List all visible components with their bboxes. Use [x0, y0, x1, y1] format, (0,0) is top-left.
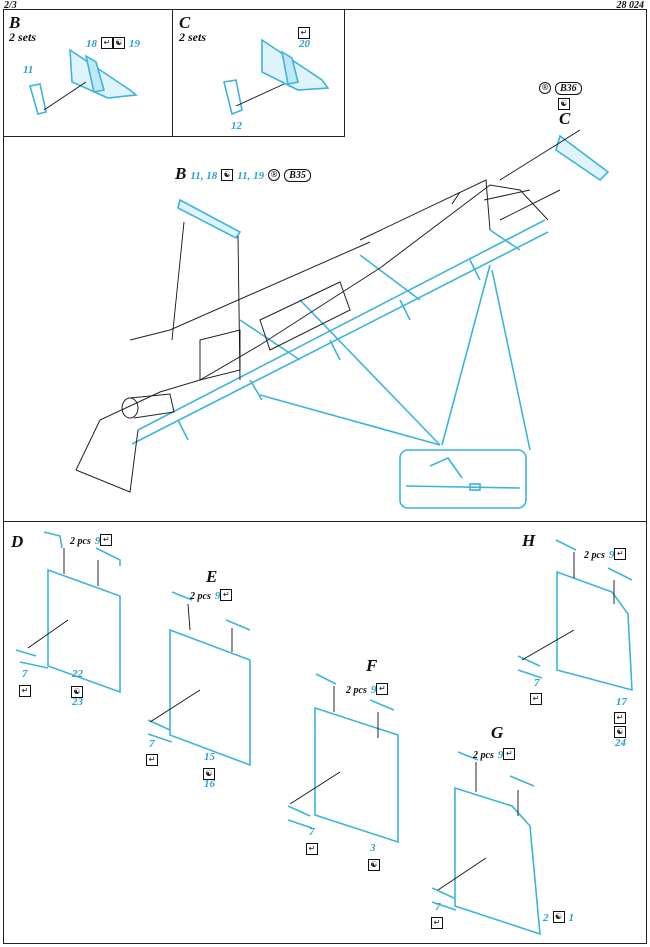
yin-yang-icon: ☯	[552, 911, 565, 924]
resin-ref-b35: B35	[284, 168, 311, 182]
photo-etch-parts	[15, 38, 633, 936]
panel-e-qty: 2 pcs 9↵	[190, 586, 233, 604]
bend-icon: ↵	[431, 914, 443, 932]
part-number: 7	[309, 826, 315, 838]
part-number: 7	[534, 677, 540, 689]
panel-c-sets: 2 sets	[179, 30, 206, 44]
part-number: 7	[22, 668, 28, 680]
yin-yang-icon: ☯	[558, 95, 570, 113]
part-number: 16	[204, 778, 215, 790]
bend-icon: ↵	[376, 683, 389, 696]
bend-icon: ↵	[503, 748, 516, 761]
panel-e-letter: E	[206, 567, 218, 586]
bend-icon: ↵	[614, 709, 626, 727]
panel-b-sets: 2 sets	[9, 30, 36, 44]
bend-icon: ↵	[306, 840, 318, 858]
part-number: 15	[204, 751, 215, 763]
panel-g-refs: 2 ☯ 1	[543, 911, 574, 924]
resin-part-icon: ®	[539, 82, 551, 95]
part-numbers: 11, 18	[190, 170, 218, 182]
part-number: 19	[129, 38, 140, 50]
yin-yang-icon: ☯	[113, 37, 125, 50]
main-label-c: C	[559, 109, 571, 128]
bend-icon: ↵	[298, 24, 310, 42]
yin-yang-icon: ☯	[368, 856, 380, 874]
yin-yang-icon: ☯	[71, 683, 83, 701]
bend-icon: ↵	[146, 751, 158, 769]
kit-code: 28 024	[616, 0, 645, 11]
part-number: 20	[299, 38, 310, 50]
part-number: 3	[370, 842, 376, 854]
part-number: 12	[231, 120, 242, 132]
panel-h-letter: H	[522, 531, 536, 550]
part-number: 11	[23, 64, 34, 76]
section-divider	[3, 521, 647, 522]
main-label-b-group: B 11, 18 ☯ 11, 19 ® B35	[175, 164, 311, 184]
bend-icon: ↵	[220, 589, 233, 602]
panel-b-letter: B	[9, 13, 21, 32]
part-number: 7	[435, 901, 441, 913]
resin-part-icon: ®	[268, 169, 281, 182]
main-label-b: B	[175, 164, 187, 183]
panel-d-letter: D	[11, 532, 24, 551]
page-number: 2/3	[4, 0, 17, 11]
part-number: 7	[149, 738, 155, 750]
panel-g-letter: G	[491, 723, 504, 742]
part-number: 23	[72, 696, 83, 708]
yin-yang-icon: ☯	[221, 169, 234, 182]
resin-ref-b36: ® B36	[539, 79, 582, 97]
panel-g-qty: 2 pcs 9↵	[473, 745, 516, 763]
panel-b-part-refs: 18 ↵☯ 19	[86, 34, 140, 52]
part-number: 22	[72, 668, 83, 680]
part-numbers: 11, 19	[237, 170, 265, 182]
bend-icon: ↵	[19, 682, 31, 700]
bend-icon: ↵	[100, 534, 113, 547]
part-number: 24	[615, 737, 626, 749]
panel-f-qty: 2 pcs 9↵	[346, 680, 389, 698]
bend-icon: ↵	[614, 548, 627, 561]
bend-icon: ↵	[530, 690, 542, 708]
bend-icon: ↵	[101, 37, 113, 50]
chassis-linework	[75, 179, 561, 493]
panel-c-frame	[172, 9, 345, 137]
part-number: 18	[86, 38, 97, 50]
panel-f-letter: F	[366, 656, 378, 675]
panel-h-qty: 2 pcs 9↵	[584, 545, 627, 563]
yin-yang-icon: ☯	[614, 723, 626, 741]
leader-arrows	[27, 81, 615, 891]
yin-yang-icon: ☯	[203, 765, 215, 783]
panel-d-qty: 2 pcs 9↵	[70, 531, 113, 549]
part-number: 17	[616, 696, 627, 708]
panel-c-letter: C	[179, 13, 191, 32]
